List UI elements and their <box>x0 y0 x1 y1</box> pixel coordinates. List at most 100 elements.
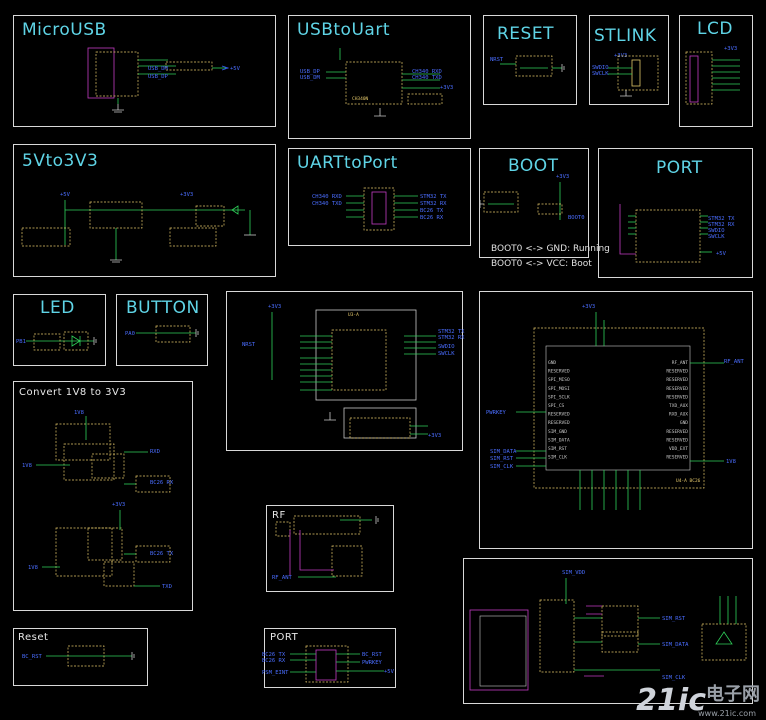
panel-mcu <box>226 291 463 451</box>
bc26-pin-left: SIM_GND <box>548 429 567 435</box>
boot-note-vcc: BOOT0 <-> VCC: Boot <box>491 259 592 269</box>
net-sim-vdd: SIM_VDD <box>562 570 585 576</box>
net-usb-dm-uart: USB_DM <box>300 75 321 81</box>
reset-small-circuit: BC_RST <box>22 645 135 667</box>
mcu-label: U3-A <box>348 312 359 318</box>
reset-switch: NRST <box>490 55 565 77</box>
logo-url: www.21ic.com <box>698 709 756 718</box>
sim-card-circuit: SIM_VDD SIM_RST SIM_DATA SIM_CLK <box>469 570 747 691</box>
panel-stlink <box>589 15 669 105</box>
title-rf: RF <box>272 510 286 521</box>
rf-matching: RF_ANT <box>272 515 379 581</box>
bc26-pin-right: RESERVED <box>666 394 688 400</box>
panel-rf <box>266 505 394 592</box>
net-3v3-bc26: +3V3 <box>582 304 595 310</box>
net-5v-small: +5V <box>384 669 395 675</box>
bc26-pin-left: SPI_SCLK <box>548 394 570 400</box>
net-usb-dp-microusb: USB_DP <box>148 74 169 80</box>
bc26-pin-left: SPI_CS <box>548 403 565 409</box>
bc26-pin-left: SIM_CLK <box>548 455 567 461</box>
net-bc26-tx-small: BC26 TX <box>262 652 286 658</box>
net-bc26-rx-small: BC26 RX <box>262 658 286 664</box>
net-sim-clk-sim: SIM_CLK <box>662 675 686 681</box>
bc26-pin-right: RESERVED <box>666 369 688 375</box>
net-3v3-convert: +3V3 <box>112 502 125 508</box>
net-sim-rst-sim: SIM_RST <box>662 616 686 622</box>
net-1v8-convert-top: 1V8 <box>74 410 84 416</box>
net-1v8-convert-mid: 1V8 <box>22 463 32 469</box>
net-sim-data-bc26: SIM_DATA <box>490 449 517 455</box>
net-stm32-rx-header: STM32 RX <box>708 222 735 228</box>
net-usb-dm-microusb: USB_DM <box>148 66 169 72</box>
title-reset-small: Reset <box>18 632 49 643</box>
level-shifter: 1V8 1V8 1V8 +3V3 RXD BC26 RX BC26 TX TXD <box>22 410 174 590</box>
title-led: LED <box>40 298 75 318</box>
net-boot0: BOOT0 <box>568 215 585 221</box>
bc26-pin-left: SIM_DATA <box>548 437 570 443</box>
net-bc26-rx-port: BC26 RX <box>420 215 444 221</box>
bc26-pin-right: VDD_EXT <box>669 446 688 452</box>
bc26-pin-right: RESERVED <box>666 386 688 392</box>
net-5v-header: +5V <box>716 251 727 257</box>
panel-port-small <box>264 628 396 688</box>
net-sim-rst-bc26: SIM_RST <box>490 456 514 462</box>
bc26-pin-left: SPI_MISO <box>548 377 570 383</box>
bc26-pin-right: RESERVED <box>666 377 688 383</box>
net-bc26-rx-convert: BC26 RX <box>150 480 174 486</box>
boot-note-gnd: BOOT0 <-> GND: Running <box>491 244 610 254</box>
bc26-pin-right: RF_ANT <box>672 360 689 366</box>
panel-convert <box>13 381 193 611</box>
bc26-pin-right: RESERVED <box>666 455 688 461</box>
net-swdio-mcu: SWDIO <box>438 344 455 350</box>
net-rxd-convert: RXD <box>150 449 160 455</box>
net-swclk-stlink: SWCLK <box>592 71 609 77</box>
net-swdio-header: SWDIO <box>708 228 725 234</box>
net-3v3-uart: +3V3 <box>440 85 453 91</box>
panel-5vto3v3 <box>13 144 276 277</box>
bc26-pin-right: RXD_AUX <box>669 412 688 418</box>
panel-port <box>598 148 753 278</box>
title-microusb: MicroUSB <box>22 20 107 40</box>
ch340-chip: USB_DP USB_DM CH340N CH340 RXD CH340 TXD… <box>300 48 453 117</box>
net-bc-rst-small: BC_RST <box>362 652 383 658</box>
bc26-pin-right: RESERVED <box>666 429 688 435</box>
title-uarttoport: UARTtoPort <box>297 153 398 173</box>
net-ch340-txd-top: CH340 TXD <box>412 75 442 81</box>
net-3v3-mcu: +3V3 <box>268 304 281 310</box>
net-usb-dp-uart: USB_DP <box>300 69 321 75</box>
bc26-pin-right: TXD_AUX <box>669 403 688 409</box>
ldo-regulator: +5V +3V3 <box>21 192 256 263</box>
net-sim-clk-bc26: SIM_CLK <box>490 464 514 470</box>
port-small-header: BC26 TX BC26 RX PSM_EINT BC_RST PWRKEY +… <box>262 645 395 683</box>
net-3v3-stlink: +3V3 <box>614 53 627 59</box>
panel-led <box>13 294 106 366</box>
title-port: PORT <box>656 158 703 178</box>
net-pwrkey-bc26: PWRKEY <box>486 410 507 416</box>
panel-boot <box>479 148 589 258</box>
logo-main: 21ic <box>636 683 706 718</box>
bc26-pin-left: SPI_MOSI <box>548 386 570 392</box>
net-rf-ant-bc26: RF_ANT <box>724 359 745 365</box>
title-5vto3v3: 5Vto3V3 <box>22 151 99 171</box>
bc26-pin-left: GND <box>548 360 556 366</box>
bc26-pin-left: RESERVED <box>548 420 570 426</box>
net-pa0-button: PA0 <box>125 331 135 337</box>
net-1v8-bc26: 1V8 <box>726 459 736 465</box>
panel-bc26 <box>479 291 753 549</box>
net-1v8-convert-bot: 1V8 <box>28 565 38 571</box>
net-3v3-lcd: +3V3 <box>724 46 737 52</box>
port-header: STM32 TX STM32 RX SWDIO SWCLK +5V <box>619 204 735 263</box>
boot-switch: +3V3 BOOT0 <box>479 174 585 221</box>
logo-cn: 电子网 <box>706 684 760 705</box>
net-nrst-reset: NRST <box>490 57 504 63</box>
button-circuit: PA0 <box>125 325 199 343</box>
stm32-mcu: +3V3 NRST U3-A STM32 TX STM32 RX SWDIO <box>242 304 465 439</box>
net-rf-ant-rf: RF_ANT <box>272 575 293 581</box>
bc26-module: +3V3 U4-A BC26 GNDRESERVEDSPI_MISOSPI_MO… <box>486 304 745 510</box>
net-ch340-rxd-port: CH340 RXD <box>312 194 342 200</box>
net-swclk-header: SWCLK <box>708 234 725 240</box>
led-circuit: PB1 <box>16 331 97 351</box>
panel-sim <box>463 558 753 704</box>
bc26-pin-right: RESERVED <box>666 437 688 443</box>
net-ch340-rxd-top: CH340 RXD <box>412 69 442 75</box>
